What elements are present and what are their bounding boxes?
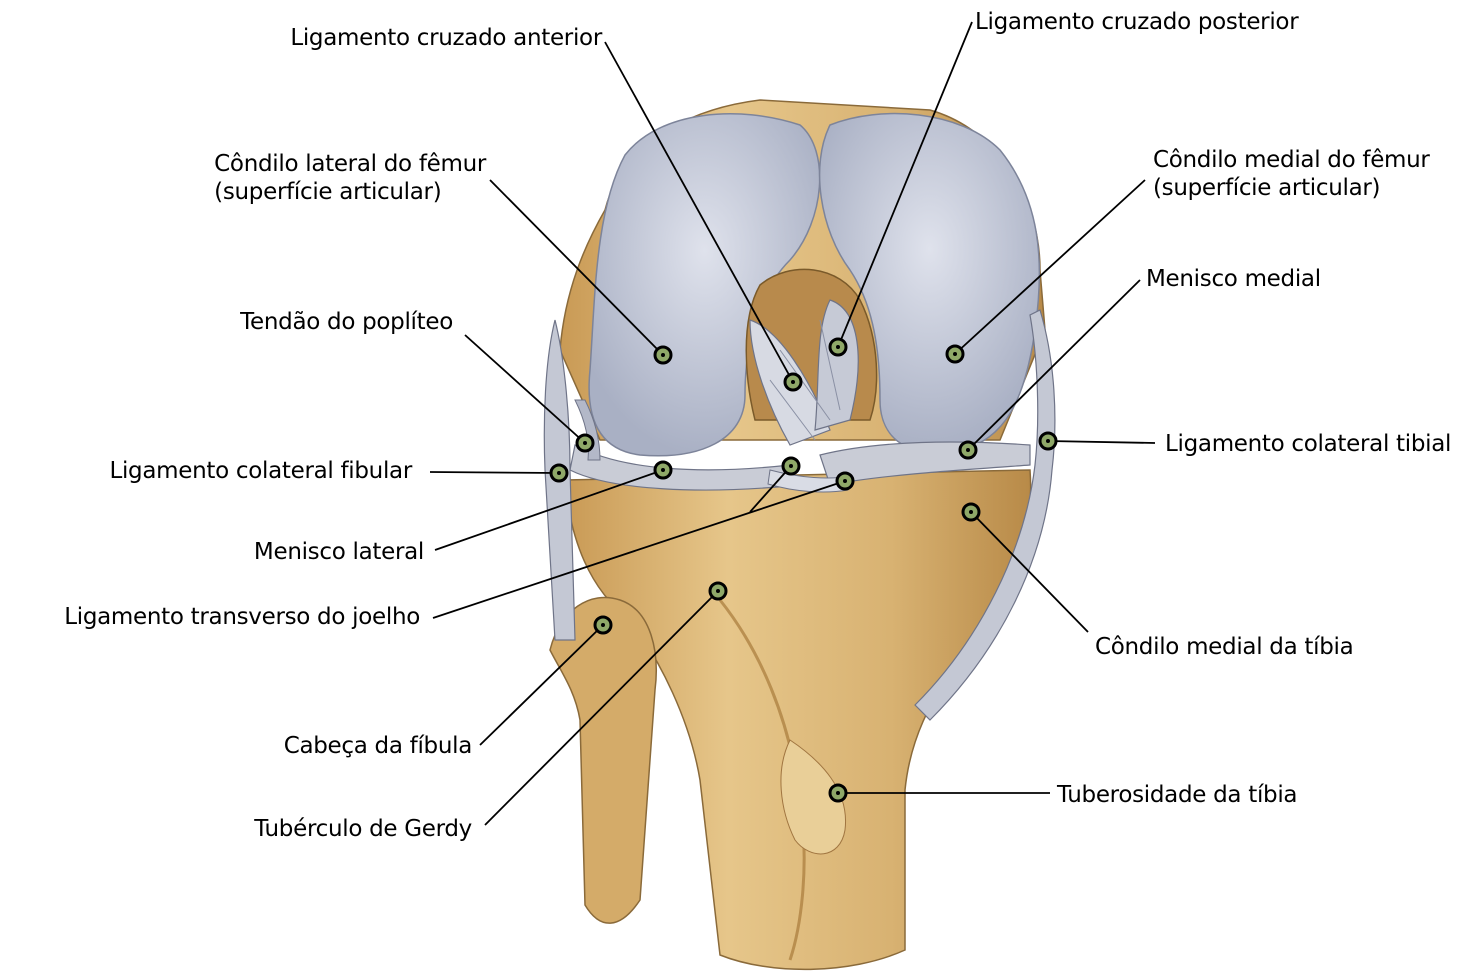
label-lat-meniscus: Menisco lateral	[254, 538, 424, 566]
leader-marker-icon	[785, 374, 801, 390]
leader-marker-icon	[595, 617, 611, 633]
label-transverse: Ligamento transverso do joelho	[64, 603, 420, 631]
leader-fib-collateral	[430, 472, 559, 473]
leader-marker-icon	[655, 462, 671, 478]
label-pcl: Ligamento cruzado posterior	[975, 8, 1298, 36]
label-med-condyle: Côndilo medial do fêmur (superfície arti…	[1153, 146, 1430, 202]
leader-marker-icon	[837, 473, 853, 489]
leader-marker-icon	[551, 465, 567, 481]
label-fib-collateral: Ligamento colateral fibular	[109, 457, 412, 485]
label-fibula-head: Cabeça da fíbula	[284, 732, 472, 760]
leader-marker-icon	[830, 339, 846, 355]
label-gerdy: Tubérculo de Gerdy	[254, 815, 472, 843]
label-lat-condyle: Côndilo lateral do fêmur (superfície art…	[214, 150, 486, 206]
leader-marker-icon	[963, 504, 979, 520]
label-tib-collateral: Ligamento colateral tibial	[1165, 430, 1451, 458]
fibula	[550, 597, 656, 923]
label-acl: Ligamento cruzado anterior	[290, 24, 602, 52]
leader-tib-collateral	[1048, 441, 1155, 443]
leader-marker-icon	[655, 347, 671, 363]
fibula-bone	[550, 597, 656, 923]
label-popliteus: Tendão do poplíteo	[240, 308, 453, 336]
label-tib-tuberosity: Tuberosidade da tíbia	[1057, 781, 1297, 809]
leader-marker-icon	[1040, 433, 1056, 449]
leader-marker-icon	[783, 458, 799, 474]
leader-marker-icon	[947, 346, 963, 362]
leader-marker-icon	[960, 442, 976, 458]
leader-marker-icon	[710, 583, 726, 599]
leader-marker-icon	[577, 435, 593, 451]
leader-marker-icon	[830, 785, 846, 801]
label-med-tib-condyle: Côndilo medial da tíbia	[1095, 633, 1353, 661]
label-med-meniscus: Menisco medial	[1146, 265, 1321, 293]
